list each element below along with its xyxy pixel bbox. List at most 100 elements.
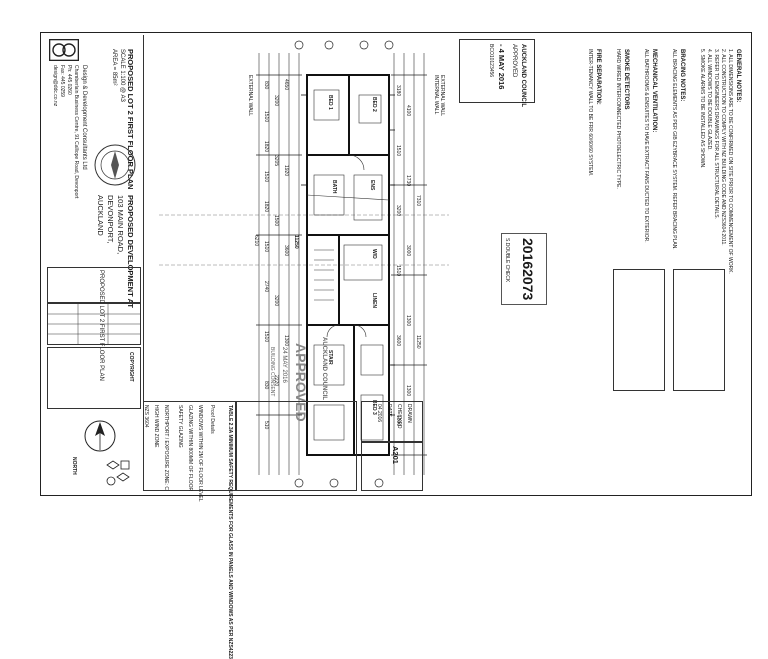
drawing-sheet: Design & Development Consultants Ltd Cha…	[40, 32, 752, 659]
drawing-scale: SCALE 1:100 @ A3	[119, 49, 125, 102]
date-label: DATE	[386, 404, 392, 417]
dim-sub2-3: 1500	[273, 215, 279, 227]
safety-table-heading: TABLE 2.3A MINIMUM SAFETY REQUIREMENTS F…	[227, 405, 233, 659]
info-cell: DRAWN CHECKED DATE 04.2016	[361, 401, 423, 443]
table-cell	[235, 401, 357, 491]
north-arrow-icon	[83, 419, 117, 453]
title-block: Design & Development Consultants Ltd Cha…	[43, 35, 144, 491]
notes-box	[673, 269, 725, 391]
bracing-heading: BRACING NOTES:	[679, 49, 685, 102]
copyright-label: COPYRIGHT	[128, 352, 134, 382]
general-note: 4. ALL WINDOWS TO BE DOUBLE GLAZED.	[706, 49, 712, 151]
drawn-label: DRAWN	[406, 404, 412, 423]
drawing-number-box: A201	[361, 441, 423, 491]
room-label: BED 2	[371, 97, 377, 112]
company-seal	[93, 143, 137, 187]
dim-bottom-3: 3200	[395, 205, 401, 217]
notes-area: GENERAL NOTES: 1. ALL DIMENSIONS ARE TO …	[553, 39, 747, 491]
table-row: SAFETY GLAZING	[177, 405, 183, 448]
dim-sub-5: 1820	[263, 201, 269, 213]
exposure-zone: NORTHPORT / EXPOSURE ZONE: C	[163, 405, 169, 491]
general-note: 3. REFER TO ENGINEERS DRAWINGS FOR ALL S…	[713, 49, 719, 220]
general-notes-heading: GENERAL NOTES:	[735, 49, 741, 103]
smoke-text: HARD WIRED INTERCONNECTED PHOTOELECTRIC …	[615, 49, 621, 189]
dim-bottom-4: 1510	[395, 265, 401, 277]
dim-total-2: 6210	[253, 235, 259, 247]
room-label: ENS	[369, 180, 375, 191]
drawing-area: AREA = 85m²	[111, 49, 117, 86]
bottom-strip: TABLE 2.3A MINIMUM SAFETY REQUIREMENTS F…	[43, 401, 749, 659]
room-label: LINEN	[371, 293, 377, 308]
wall-label-ext: EXTERNAL WALL	[439, 75, 445, 117]
smoke-heading: SMOKE DETECTORS	[623, 49, 629, 110]
project-city: AUCKLAND	[96, 195, 105, 236]
approved-stamp-ref: BUILDING CONSENT	[269, 347, 275, 397]
council-stamp-title: AUCKLAND COUNCIL	[520, 44, 526, 107]
dim-sub-2: 1510	[263, 111, 269, 123]
dim-btotal: 7310	[415, 195, 421, 207]
room-label: W/D	[371, 249, 377, 259]
council-stamp-ref: BCO10123456	[488, 44, 494, 78]
dim-bottom-5: 3600	[395, 335, 401, 347]
approved-stamp-title: AUCKLAND COUNCIL	[321, 337, 327, 400]
notes-box	[613, 269, 665, 391]
company-name: Design & Development Consultants Ltd	[81, 65, 87, 170]
sheet-table-cell	[47, 303, 141, 345]
dim-top-1: 4650	[283, 79, 289, 91]
dim-sub2-1: 3200	[273, 95, 279, 107]
dim-sub-7: 2740	[263, 281, 269, 293]
dim-sub-3: 1820	[263, 141, 269, 153]
consent-sub: S.DOUBLE CHECK	[504, 238, 510, 283]
approved-stamp-date: 24 MAY 2016	[281, 347, 287, 383]
mech-heading: MECHANICAL VENTILATION:	[651, 49, 657, 133]
dim-bottom-1: 3180	[395, 85, 401, 97]
floor-plan: 4650 1920 3600 1300 11250 830 1510 1820 …	[149, 35, 449, 491]
dim-sub-1: 830	[263, 81, 269, 90]
date-value: 04.2016	[376, 404, 382, 423]
sheet-name-cell: PROPOSED LOT 2 FIRST FLOOR PLAN	[47, 267, 141, 381]
council-stamp-sub: APPROVED	[511, 44, 517, 78]
dim-top-3: 3600	[283, 245, 289, 257]
dim-bottom-2: 1510	[395, 145, 401, 157]
north-label: NORTH	[71, 457, 77, 475]
dim-sub-6: 1510	[263, 241, 269, 253]
table-cell	[143, 401, 237, 491]
proof-details: Proof Details	[209, 405, 215, 434]
dim-bsub-4: 1300	[405, 315, 411, 327]
copyright-cell: COPYRIGHT	[47, 347, 141, 409]
mech-text: ALL BATHROOMS & ENSUITES TO HAVE EXTRACT…	[643, 49, 649, 243]
dim-top-total: 11250	[293, 235, 299, 249]
checked-label: CHECKED	[396, 404, 402, 429]
dim-sub2-2: 3205	[273, 155, 279, 167]
council-approval-stamp: AUCKLAND COUNCIL APPROVED - 4 MAY 2016 B…	[459, 39, 535, 107]
table-row: WINDOWS WITHIN 2M OF FLOOR LEVEL	[197, 405, 203, 502]
room-label: BED 1	[327, 95, 333, 110]
floor-plan-drawing	[159, 40, 449, 488]
general-note: 5. SMOKE ALARMS TO BE INSTALLED AS SHOWN…	[699, 49, 705, 169]
general-note: 2. ALL CONSTRUCTION TO COMPLY WITH NZ BU…	[720, 49, 726, 246]
dim-btotal-2: 11250	[415, 335, 421, 349]
bracing-text: ALL BRACING ELEMENTS AS PER GIB EZYBRACE…	[671, 49, 677, 250]
room-label: BATH	[331, 180, 337, 194]
project-suburb: DEVONPORT,	[106, 195, 115, 244]
wall-label-int: INTERNAL WALL	[433, 75, 439, 115]
company-logo	[49, 39, 79, 61]
wind-zone: HIGH WIND ZONE	[153, 405, 159, 448]
project-street: 103 MAIN ROAD,	[116, 195, 125, 255]
dim-bsub-2: 1730	[405, 175, 411, 187]
code-ref: NZS 3604	[143, 405, 149, 428]
revision-number: A201	[391, 446, 400, 464]
wall-label-ext-left: EXTERNAL WALL	[247, 75, 253, 117]
general-note: 1. ALL DIMENSIONS ARE TO BE CONFIRMED ON…	[727, 49, 733, 274]
dim-bsub-1: 4100	[405, 105, 411, 117]
company-address: Chamberlain Business Centre, 91 Calliope…	[73, 65, 79, 199]
consent-number: 20162073	[520, 238, 536, 301]
company-phone: Ph: 445 0260	[66, 65, 72, 95]
company-fax: Fax: 445 0259	[59, 65, 65, 97]
company-email: design@ddc.co.nz	[52, 65, 58, 107]
consent-number-stamp: 20162073 S.DOUBLE CHECK	[501, 233, 547, 305]
fire-text: INTER-TENANCY WALL TO BE FRR 60/60/60 SY…	[587, 49, 593, 177]
dim-sub-4: 1510	[263, 171, 269, 183]
dim-bsub-3: 3000	[405, 245, 411, 257]
dim-bsub-5: 1300	[405, 385, 411, 397]
